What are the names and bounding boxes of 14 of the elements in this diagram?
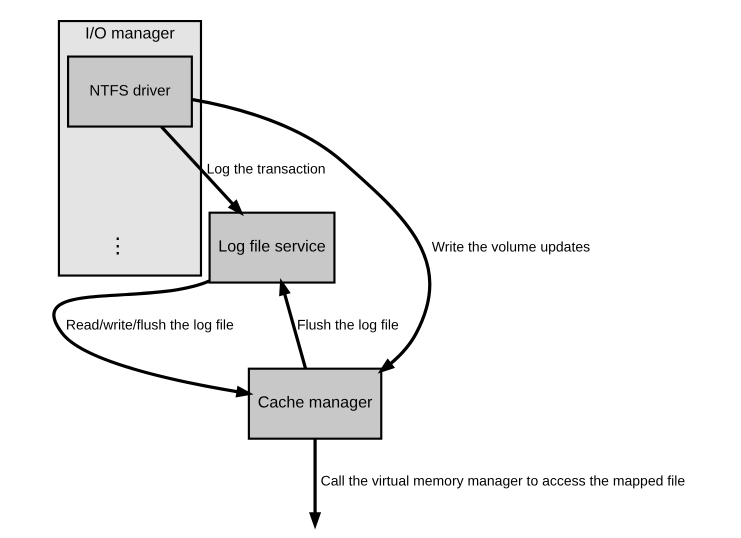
node-box: Cache manager: [248, 368, 382, 440]
arrow: [52, 280, 254, 398]
arrow: [279, 278, 308, 369]
edge-label: Flush the log file: [296, 316, 399, 332]
edge-label: Call the virtual memory manager to access the mapped file: [320, 472, 686, 488]
arrow: [309, 438, 322, 530]
node-box: NTFS driver: [66, 56, 193, 128]
edge-label: Write the volume updates: [432, 238, 590, 254]
arrow: [192, 98, 432, 374]
arrow: [160, 126, 244, 216]
edge-label: Log the transaction: [206, 160, 326, 176]
edge-label: Read/write/flush the log file: [66, 316, 234, 332]
label: ⋮: [107, 234, 130, 258]
node-box: Log file service: [208, 212, 336, 284]
